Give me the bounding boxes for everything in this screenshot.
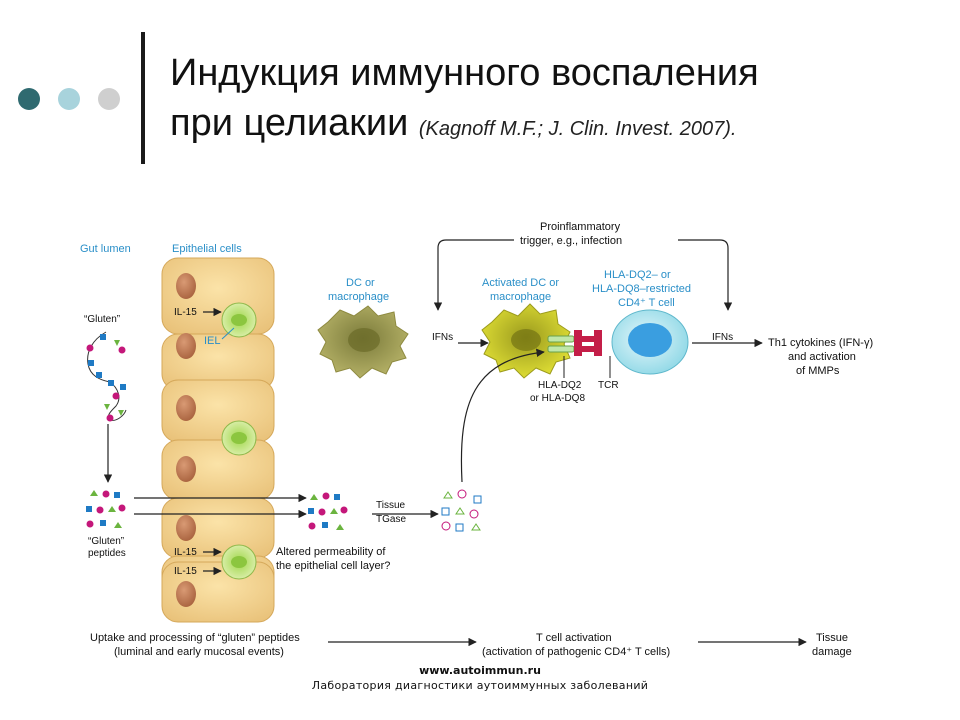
dc-label-1: DC or bbox=[346, 277, 375, 289]
celiac-pathogenesis-diagram: Gut lumen Epithelial cells IL-15 IEL IL-… bbox=[80, 221, 873, 658]
altered-permeability-label-1: Altered permeability of bbox=[276, 546, 386, 558]
bullet-dot-dark bbox=[18, 88, 40, 110]
gluten-peptides-icon bbox=[86, 490, 126, 528]
activated-dc-label-2: macrophage bbox=[490, 291, 551, 303]
title-line-2: при целиакии (Kagnoff M.F.; J. Clin. Inv… bbox=[170, 98, 930, 154]
tcr-label: TCR bbox=[598, 380, 619, 391]
ifns-left-label: IFNs bbox=[432, 332, 453, 343]
title-line-1: Индукция иммунного воспаления bbox=[170, 52, 759, 94]
th1-label-2: and activation bbox=[788, 351, 856, 363]
gluten-chain-icon bbox=[86, 331, 127, 422]
tissue-damage-label-2: damage bbox=[812, 646, 852, 658]
epithelial-cells-label: Epithelial cells bbox=[172, 243, 242, 255]
il15-label-b: IL-15 bbox=[174, 547, 197, 558]
dc-label-2: macrophage bbox=[328, 291, 389, 303]
slide-title: Индукция иммунного воспаления при целиак… bbox=[170, 48, 930, 154]
il15-label-a: IL-15 bbox=[174, 307, 197, 318]
proinflammatory-label-2: trigger, e.g., infection bbox=[520, 235, 622, 247]
ifns-right-label: IFNs bbox=[712, 332, 733, 343]
title-divider bbox=[141, 32, 145, 164]
hladq-label-2: or HLA-DQ8 bbox=[530, 393, 585, 404]
proinflammatory-label-1: Proinflammatory bbox=[540, 221, 621, 233]
bullet-dot-grey bbox=[98, 88, 120, 110]
hla-tcr-complex-icon bbox=[547, 330, 602, 356]
bullet-dots bbox=[18, 88, 128, 112]
gluten-label: “Gluten” bbox=[84, 314, 120, 325]
tcell-activation-label-2: (activation of pathogenic CD4⁺ T cells) bbox=[482, 646, 670, 658]
activated-dc-label-1: Activated DC or bbox=[482, 277, 559, 289]
footer-website: www.autoimmun.ru bbox=[419, 664, 541, 677]
tissue-tgase-label-2: TGase bbox=[376, 514, 406, 525]
epithelial-cell-column bbox=[161, 257, 275, 623]
uptake-label-2: (luminal and early mucosal events) bbox=[114, 646, 284, 658]
iel-label: IEL bbox=[204, 335, 221, 347]
gluten-peptides-label-1: “Gluten” bbox=[88, 536, 124, 547]
il15-label-c: IL-15 bbox=[174, 566, 197, 577]
tissue-damage-label-1: Tissue bbox=[816, 632, 848, 644]
citation: (Kagnoff M.F.; J. Clin. Invest. 2007). bbox=[418, 118, 737, 140]
deamidated-peptides-icon bbox=[441, 489, 482, 532]
footer-lab: Лаборатория диагностики аутоиммунных заб… bbox=[311, 679, 649, 692]
altered-permeability-label-2: the epithelial cell layer? bbox=[276, 560, 390, 572]
hla-label-2: HLA-DQ8–restricted bbox=[592, 283, 691, 295]
th1-label-3: of MMPs bbox=[796, 365, 840, 377]
hla-label-1: HLA-DQ2– or bbox=[604, 269, 671, 281]
gut-lumen-label: Gut lumen bbox=[80, 243, 131, 255]
uptake-label-1: Uptake and processing of “gluten” peptid… bbox=[90, 632, 300, 644]
hladq-label-1: HLA-DQ2 bbox=[538, 380, 582, 391]
title-line-2-text: при целиакии bbox=[170, 102, 409, 144]
hla-label-3: CD4⁺ T cell bbox=[618, 297, 675, 309]
tissue-tgase-label-1: Tissue bbox=[376, 500, 406, 511]
mucosal-peptides-icon bbox=[308, 492, 348, 530]
gluten-peptides-label-2: peptides bbox=[88, 548, 126, 559]
bullet-dot-light bbox=[58, 88, 80, 110]
tcell-activation-label-1: T cell activation bbox=[536, 632, 612, 644]
th1-label-1: Th1 cytokines (IFN-γ) bbox=[768, 337, 873, 349]
